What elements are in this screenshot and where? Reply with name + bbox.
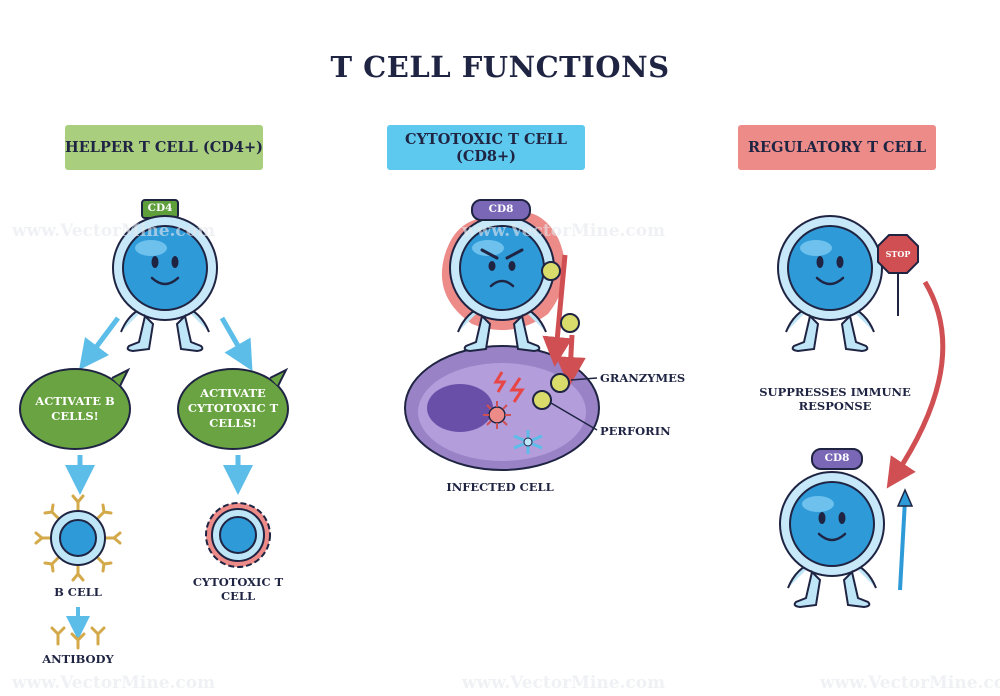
suppress-label: SUPPRESSES IMMUNE RESPONSE [759, 385, 911, 413]
granule-2 [560, 313, 580, 333]
bubble-cytotoxic-text: ACTIVATE CYTOTOXIC T CELLS! [187, 386, 279, 430]
cd8-label: CD8 [488, 203, 514, 215]
watermark: www.VectorMine.com [462, 673, 666, 693]
suppressed-cd8-cell [779, 471, 885, 608]
b-cell-label: B CELL [54, 585, 102, 599]
perforin-leader [550, 402, 598, 431]
watermark: www.VectorMine.com [12, 221, 216, 241]
cytotoxic-header: CYTOTOXIC T CELL (CD8+) [405, 130, 567, 165]
stop-sign-label: STOP [885, 249, 911, 259]
granule-3 [550, 373, 570, 393]
damage-spark-2 [493, 371, 507, 393]
spear-blue-tip [896, 488, 914, 507]
bubble-b-text: ACTIVATE B CELLS! [35, 394, 115, 423]
watermark: www.VectorMine.com [462, 221, 666, 241]
bubble-activate-cytotoxic [177, 368, 289, 450]
granzymes-label: GRANZYMES [600, 371, 686, 385]
cytotoxic-cell-label: CYTOTOXIC T CELL [192, 575, 284, 603]
antibody-label: ANTIBODY [42, 652, 114, 666]
cd8-label-regulatory: CD8 [824, 452, 850, 464]
cd8-marker-regulatory [811, 448, 863, 470]
virus-particle-red [483, 401, 511, 429]
watermark: www.VectorMine.com [12, 673, 216, 693]
suppress-arrow [886, 280, 946, 489]
helper-header: HELPER T CELL (CD4+) [65, 139, 263, 156]
regulatory-t-cell [777, 215, 883, 352]
cd8-marker [471, 199, 531, 221]
cytotoxic-header-box [387, 125, 585, 170]
attack-arrow [555, 334, 586, 387]
virus-particle-blue [513, 430, 543, 454]
watermark: www.VectorMine.com [820, 673, 1000, 693]
granule-4 [532, 390, 552, 410]
antibody-icons [50, 626, 106, 650]
spear-blue [898, 499, 907, 591]
cytotoxic-cell-icon [205, 502, 271, 568]
bubble-activate-b [19, 368, 131, 450]
stop-sign [877, 234, 919, 274]
b-cell-icon [34, 494, 122, 582]
helper-arrow-right [219, 316, 253, 372]
helper-arrow-left [79, 316, 120, 370]
perforin-label: PERFORIN [600, 424, 671, 438]
regulatory-header: REGULATORY T CELL [747, 139, 927, 156]
regulatory-header-box [738, 125, 936, 170]
damage-spark-1 [509, 377, 525, 403]
granule-1 [541, 261, 561, 281]
cd4-label: CD4 [147, 202, 173, 214]
weapon-spear [542, 254, 573, 367]
page-title: T CELL FUNCTIONS [330, 50, 670, 84]
granzymes-leader [570, 377, 598, 381]
infected-cell [404, 345, 600, 471]
cytotoxic-t-cell [441, 212, 566, 352]
helper-header-box [65, 125, 263, 170]
infected-cell-label: INFECTED CELL [446, 480, 554, 494]
